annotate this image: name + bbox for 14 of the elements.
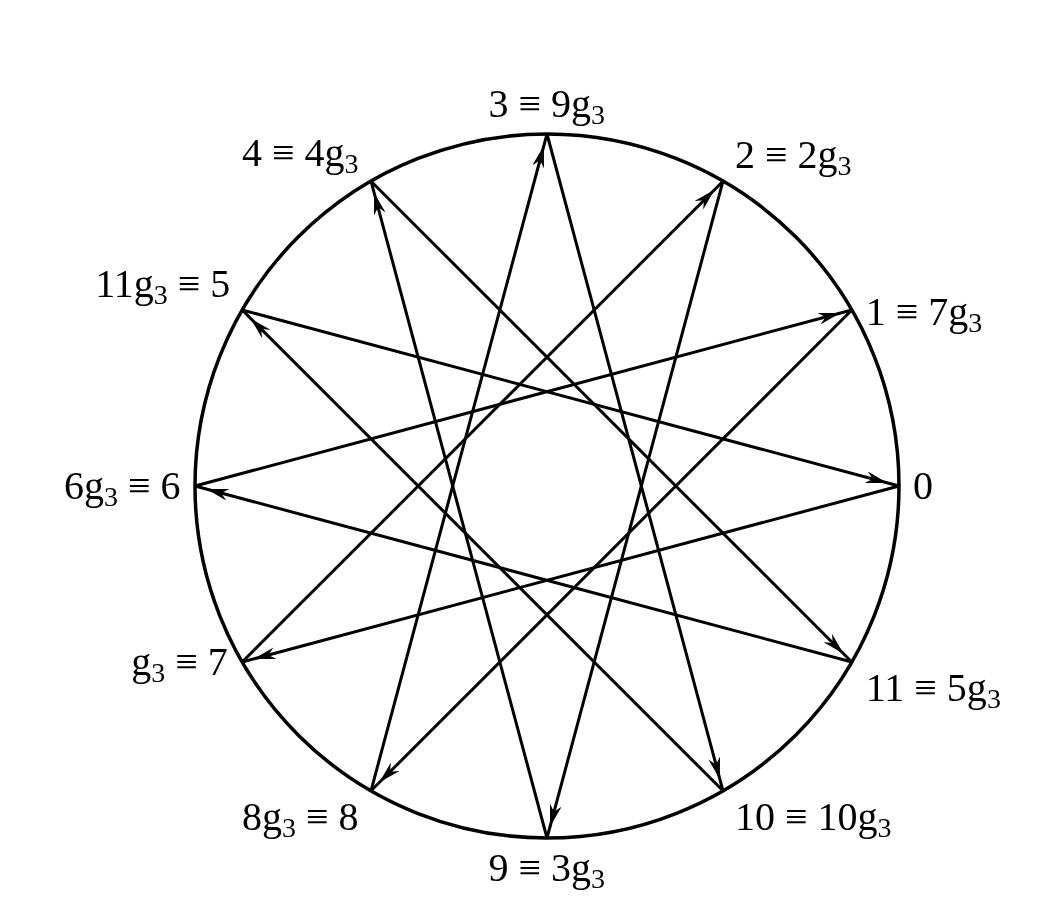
vertex-label: g$_{3}$ ≡ 7 (131, 642, 228, 682)
vertex-label: 4 ≡ 4g$_{3}$ (242, 133, 359, 174)
vertex-label: 9 ≡ 3g$_{3}$ (488, 848, 606, 888)
vertex-label: 6g$_{3}$ ≡ 6 (64, 466, 181, 506)
vertex-label: 10 ≡ 10g$_{3}$ (735, 796, 892, 837)
vertex-label: 11g$_{3}$ ≡ 5 (95, 264, 231, 304)
arrow (241, 180, 725, 664)
vertex-label: 11 ≡ 5g$_{3}$ (865, 668, 1001, 708)
vertex-label: 3 ≡ 9g$_{3}$ (488, 84, 606, 124)
vertex-label: 2 ≡ 2g$_{3}$ (735, 135, 852, 176)
vertex-label: 8g$_{3}$ ≡ 8 (242, 796, 359, 837)
vertex-label: 0 (913, 466, 933, 506)
arrow (241, 308, 725, 792)
vertex-label: 1 ≡ 7g$_{3}$ (865, 292, 983, 332)
